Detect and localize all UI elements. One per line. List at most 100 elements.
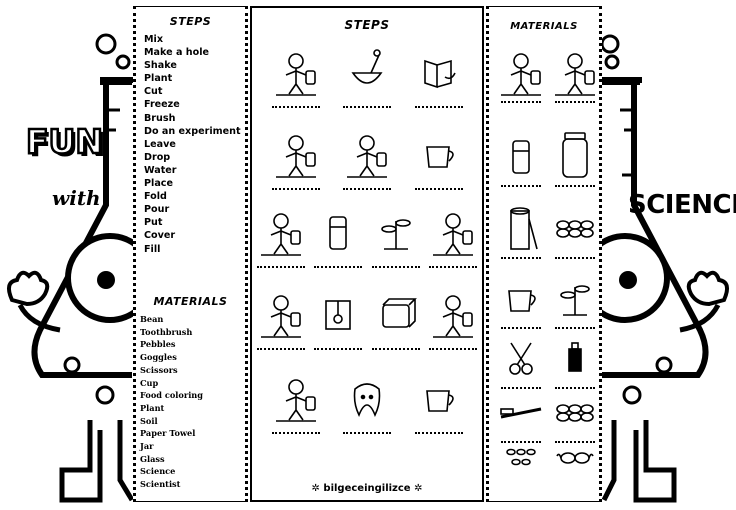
scissors-icon [509, 342, 533, 375]
answer-blank[interactable] [272, 432, 320, 434]
answer-blank[interactable] [343, 106, 391, 108]
material-word: Science [140, 466, 176, 477]
step-picture-cell [268, 130, 324, 192]
pebbles-pile-icon [556, 404, 594, 422]
step-picture-cell [310, 290, 366, 352]
step-word: Mix [144, 34, 164, 45]
step-word: Place [144, 178, 173, 190]
hand-sprinkling-icon [347, 135, 387, 178]
girl-planting-icon [381, 219, 411, 250]
kids-washing-icon [276, 379, 316, 422]
material-word: Plant [140, 402, 165, 413]
answer-blank[interactable] [501, 387, 541, 389]
step-picture-cell [253, 290, 309, 352]
answer-blank[interactable] [415, 188, 463, 190]
jar-icon [562, 132, 588, 178]
step-picture-cell [425, 208, 481, 270]
step-word: Do an experiment [144, 125, 241, 137]
material-picture-cell [551, 207, 599, 263]
step-picture-cell [411, 48, 467, 110]
star-icon: ✲ [311, 483, 324, 494]
answer-blank[interactable] [429, 266, 477, 268]
answer-blank[interactable] [501, 257, 541, 259]
material-word: Cup [140, 377, 159, 388]
answer-blank[interactable] [429, 348, 477, 350]
step-picture-cell [368, 290, 424, 352]
answer-blank[interactable] [501, 327, 541, 329]
answer-blank[interactable] [257, 348, 305, 350]
answer-blank[interactable] [272, 106, 320, 108]
answer-blank[interactable] [343, 432, 391, 434]
material-picture-cell [497, 51, 545, 107]
answer-blank[interactable] [372, 348, 420, 350]
scientist-boy-icon [555, 53, 595, 96]
answer-blank[interactable] [343, 188, 391, 190]
step-word: Plant [144, 73, 173, 85]
toothbrush-icon [500, 407, 542, 419]
step-picture-cell [368, 208, 424, 270]
answer-blank[interactable] [257, 266, 305, 268]
material-word: Soil [140, 415, 158, 426]
material-picture-cell [497, 207, 545, 263]
paper-towel-icon [510, 207, 538, 250]
material-word: Jar [140, 441, 154, 452]
answer-blank[interactable] [372, 266, 420, 268]
step-picture-cell [310, 208, 366, 270]
answer-blank[interactable] [272, 188, 320, 190]
footer-brand: ✲ bilgeceingilizce ✲ [252, 483, 482, 494]
plant-icon [560, 285, 590, 316]
answer-blank[interactable] [314, 266, 362, 268]
answer-blank[interactable] [555, 257, 595, 259]
material-picture-cell [497, 277, 545, 333]
step-word: Leave [144, 138, 176, 150]
step-picture-cell [339, 374, 395, 436]
boy-experiment-icon [433, 213, 473, 256]
science-title: SCIENCE [628, 190, 736, 220]
tooth-brushing-icon [353, 383, 381, 417]
answer-blank[interactable] [415, 432, 463, 434]
cup-icon [508, 290, 536, 312]
answer-blank[interactable] [501, 185, 541, 187]
goggles-icon [556, 452, 594, 464]
material-word: Scientist [140, 479, 181, 490]
beans-icon [506, 448, 536, 466]
material-word: Food coloring [140, 390, 203, 401]
material-picture-cell [551, 277, 599, 333]
fun-title: FUN [25, 121, 104, 163]
material-picture-cell [497, 135, 545, 191]
folded-paper-icon [424, 59, 456, 89]
step-word: Cover [144, 230, 176, 242]
answer-blank[interactable] [415, 106, 463, 108]
step-picture-cell [339, 48, 395, 110]
answer-blank[interactable] [501, 441, 541, 443]
pebbles-icon [556, 220, 594, 238]
with-text: with [52, 186, 101, 210]
answer-blank[interactable] [555, 327, 595, 329]
step-word: Cut [144, 86, 163, 98]
bear-pouring-icon [276, 135, 316, 178]
material-word: Bean [140, 314, 164, 324]
scientist-girl-icon [501, 53, 541, 96]
materials-word-header: MATERIALS [153, 295, 228, 308]
material-picture-cell [551, 337, 599, 393]
material-picture-cell [551, 51, 599, 107]
answer-blank[interactable] [555, 185, 595, 187]
answer-blank[interactable] [555, 387, 595, 389]
step-word: Drop [144, 151, 171, 163]
material-picture-cell [497, 391, 545, 447]
answer-blank[interactable] [555, 101, 595, 103]
material-picture-cell [551, 443, 599, 485]
material-word: Glass [140, 453, 165, 464]
step-picture-cell [268, 48, 324, 110]
step-word: Fill [144, 243, 161, 255]
answer-blank[interactable] [501, 101, 541, 103]
step-picture-cell [411, 374, 467, 436]
answer-blank[interactable] [555, 441, 595, 443]
right-flask-character: SCIENCE [580, 0, 736, 510]
answer-blank[interactable] [314, 348, 362, 350]
steps-picture-header: STEPS [344, 18, 390, 32]
step-word: Freeze [144, 99, 180, 111]
material-picture-cell [551, 391, 599, 447]
